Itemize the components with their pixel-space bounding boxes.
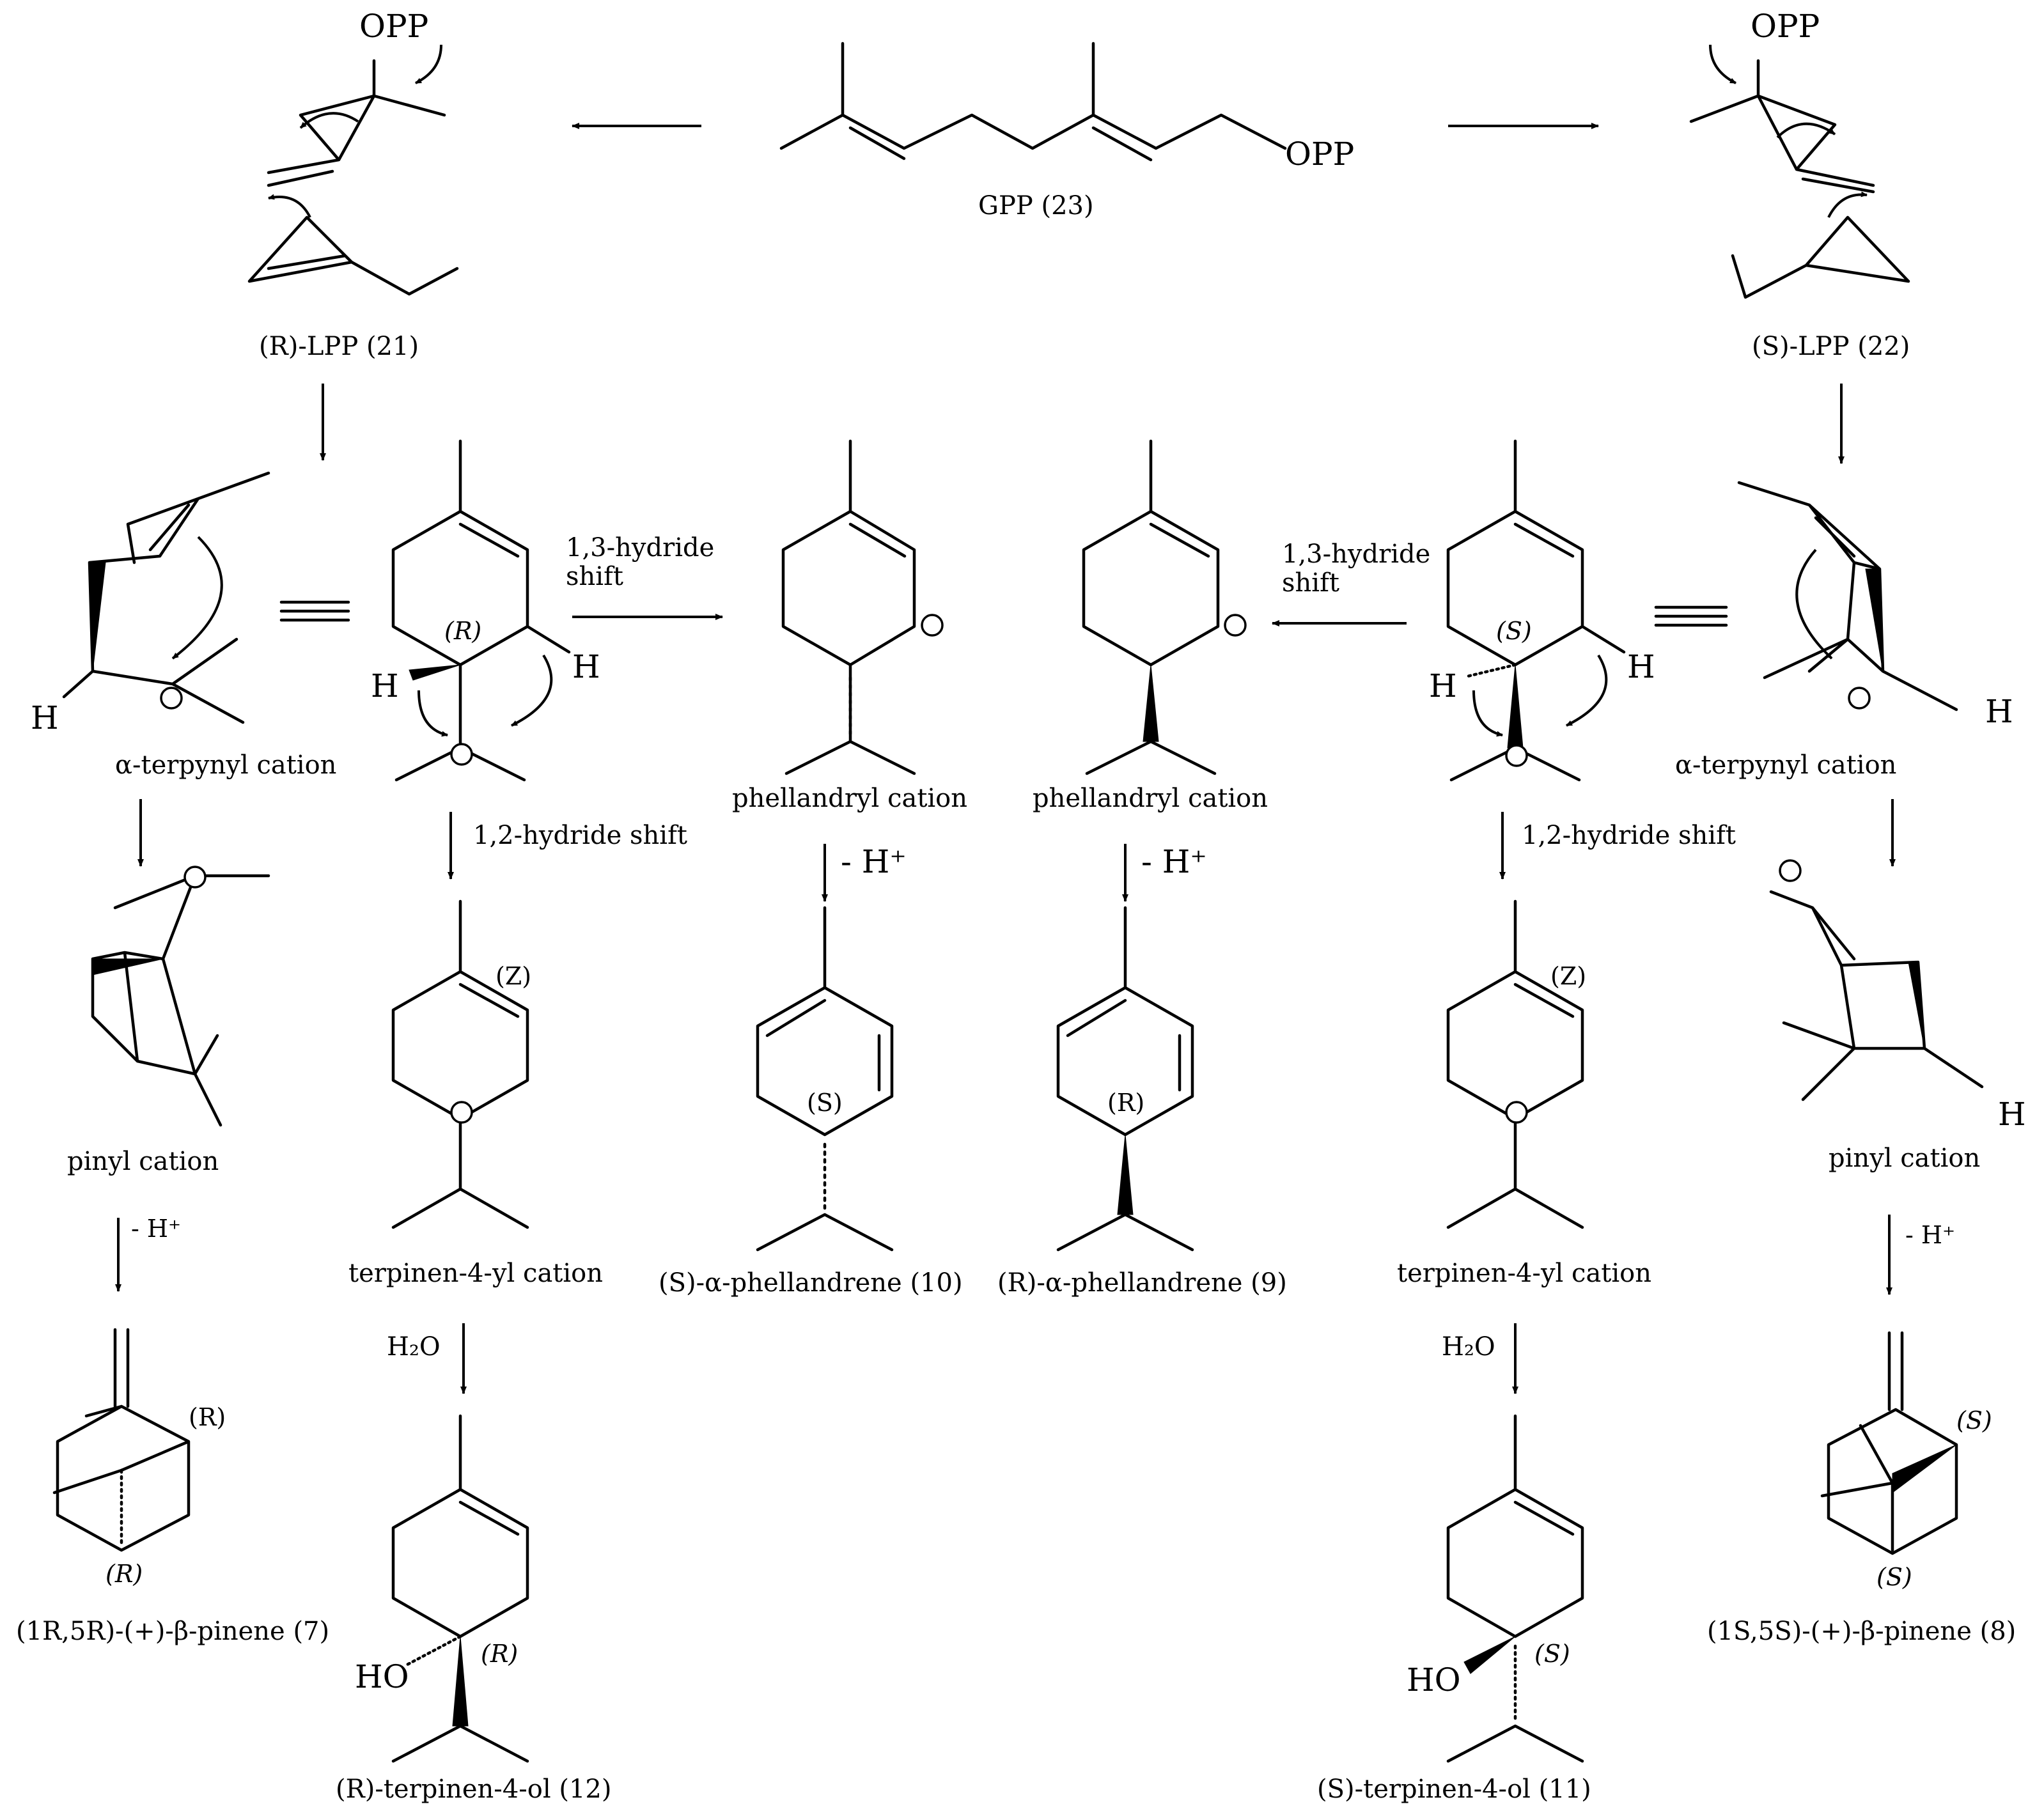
label-terpinyl-left: α-terpynyl cation [115,750,336,780]
step-minus-h-pinyl-left: - H⁺ [131,1215,181,1243]
atom-h-pinyl-r: H [1998,1096,2026,1133]
atom-ho-r: HO [355,1658,409,1695]
pinyl-left-structure [91,866,270,1127]
r-lpp-structure: OPP [247,8,459,296]
terpinyl-left-structure: H [31,471,270,736]
stereo-r-phell: (R) [1107,1089,1144,1117]
atom-h-r1: H [371,667,399,704]
stereo-s-terpinenol: (S) [1534,1640,1570,1668]
atom-h-tr: H [1985,693,2013,730]
step-minus-h-pinyl-right: - H⁺ [1905,1221,1955,1249]
pinyl-right-structure: H [1769,859,2026,1133]
stereo-z-left: (Z) [495,962,531,990]
label-pinyl-left: pinyl cation [67,1147,219,1176]
stereo-r-pinene-top: (R) [189,1403,226,1431]
stereo-s-phell: (S) [807,1089,843,1117]
step-water-left: H₂O [387,1332,441,1362]
step-12-left: 1,2-hydride shift [473,821,687,850]
stereo-s-pinene-bottom: (S) [1876,1563,1912,1591]
label-terpinen-cation-right: terpinen-4-yl cation [1397,1259,1651,1288]
step-minus-h-phell-left: - H⁺ [841,843,907,880]
atom-h-s1: H [1429,667,1457,704]
label-phell-left: phellandryl cation [732,784,967,813]
terpinen-cation-left-structure: (Z) [391,899,531,1229]
r-pinene-structure: (R) (R) [52,1328,226,1588]
r-terpinenol-structure: HO (R) [355,1414,529,1763]
label-s-phellandrene: (S)-α-phellandrene (10) [659,1268,963,1298]
label-s-lpp: (S)-LPP (22) [1752,332,1910,361]
label-terpinyl-right: α-terpynyl cation [1675,750,1896,780]
step-12-right: 1,2-hydride shift [1522,821,1736,850]
step-water-right: H₂O [1442,1332,1495,1362]
terpinyl-right-structure: H [1737,481,2013,730]
step-13-right-l1: 1,3-hydride [1282,540,1430,569]
stereo-z-right: (Z) [1550,962,1586,990]
terpinen-cation-right-structure: (Z) [1446,899,1586,1229]
equivalence-left [279,600,350,622]
phell-cation-right-structure [1082,439,1247,775]
r-phellandrene-structure: (R) [1056,906,1194,1252]
stereo-r-pinene-bottom: (R) [105,1560,143,1588]
stereo-s-pinene-top: (S) [1956,1406,1992,1434]
label-s-pinene: (1S,5S)-(+)-β-pinene (8) [1707,1617,2016,1646]
equivalence-right [1654,605,1728,627]
label-r-lpp: (R)-LPP (21) [259,332,419,361]
label-s-terpinenol: (S)-terpinen-4-ol (11) [1317,1775,1591,1804]
label-r-terpinenol: (R)-terpinen-4-ol (12) [336,1775,611,1804]
label-gpp: GPP (23) [978,191,1094,221]
step-13-left-l1: 1,3-hydride [566,533,714,563]
step-minus-h-phell-right: - H⁺ [1141,843,1207,880]
label-terpinen-cation-left: terpinen-4-yl cation [348,1259,603,1288]
terpinyl-s-structure: H H (S) [1429,439,1655,782]
stereo-r-terpinyl: (R) [444,617,481,645]
s-pinene-structure: (S) (S) [1820,1331,1992,1591]
step-13-left-l2: shift [566,562,623,591]
atom-opp-r: OPP [359,8,428,45]
atom-opp-s: OPP [1751,8,1820,45]
phell-cation-left-structure [781,439,944,775]
atom-ho-s: HO [1407,1661,1461,1698]
s-lpp-structure: OPP [1689,8,1910,299]
stereo-r-terpinenol: (R) [481,1640,518,1668]
atom-opp: OPP [1285,136,1354,173]
s-phellandrene-structure: (S) [756,906,894,1252]
atom-h-r2: H [572,648,600,685]
gpp-structure: OPP [779,42,1354,173]
label-pinyl-right: pinyl cation [1829,1144,1980,1173]
stereo-s-terpinyl: (S) [1496,617,1532,645]
label-phell-right: phellandryl cation [1033,784,1268,813]
label-r-phellandrene: (R)-α-phellandrene (9) [997,1268,1287,1298]
s-terpinenol-structure: HO (S) [1407,1414,1584,1763]
step-13-right-l2: shift [1282,568,1339,598]
atom-h-s2: H [1627,648,1655,685]
terpinyl-r-structure: H H (R) [371,439,600,782]
atom-h: H [31,699,59,736]
label-r-pinene: (1R,5R)-(+)-β-pinene (7) [16,1617,329,1646]
